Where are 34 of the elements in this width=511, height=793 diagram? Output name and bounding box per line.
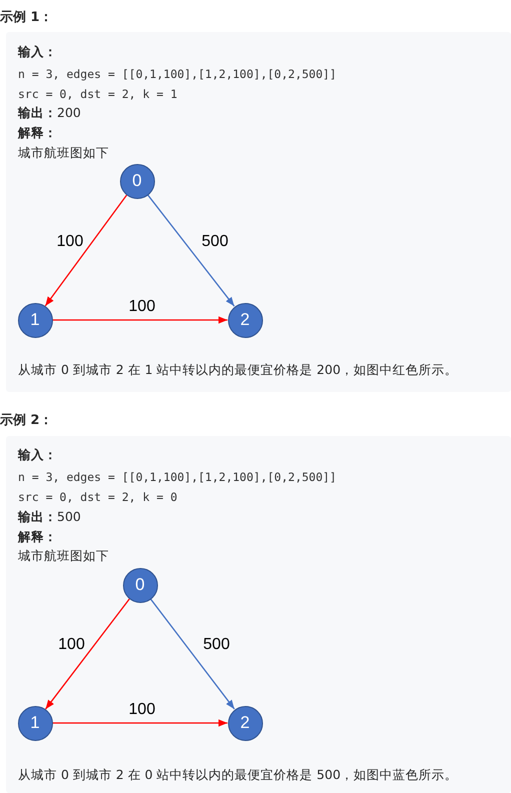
code-line: n = 3, edges = [[0,1,100],[1,2,100],[0,2,500]] [18, 66, 336, 83]
code-line: src = 0, dst = 2, k = 1 [18, 86, 178, 103]
example-heading: 示例 2： [0, 412, 53, 430]
example-heading: 示例 1： [0, 9, 53, 27]
explanation-text: 从城市 0 到城市 2 在 0 站中转以内的最便宜价格是 500，如图中蓝色所示。 [18, 766, 458, 784]
description-text: 城市航班图如下 [18, 144, 109, 162]
section-label: 解释： [18, 528, 57, 546]
edge-label: 100 [128, 701, 156, 719]
city-node: 0 [122, 568, 158, 602]
arrow [52, 719, 228, 727]
section-label: 解释： [18, 124, 57, 142]
code-line: n = 3, edges = [[0,1,100],[1,2,100],[0,2,500]] [18, 469, 336, 486]
output-line: 输出：200 [18, 104, 81, 122]
arrow [150, 598, 235, 710]
city-node: 0 [120, 164, 154, 198]
description-text: 城市航班图如下 [18, 547, 109, 565]
output-line: 输出：500 [18, 508, 81, 526]
arrow [52, 316, 228, 324]
code-line: src = 0, dst = 2, k = 0 [18, 489, 178, 506]
arrow [44, 194, 128, 306]
explanation-text: 从城市 0 到城市 2 在 1 站中转以内的最便宜价格是 200，如图中红色所示。 [18, 361, 458, 379]
edge-label: 100 [56, 232, 84, 250]
city-node: 1 [18, 706, 52, 740]
city-node: 2 [228, 706, 262, 740]
city-node: 1 [18, 302, 52, 338]
edge-label: 100 [128, 298, 156, 316]
edge-label: 500 [202, 232, 228, 250]
edge-label: 100 [58, 636, 85, 654]
section-label: 输入： [18, 446, 57, 464]
section-label: 输入： [18, 43, 57, 61]
arrow [45, 598, 130, 710]
city-node: 2 [228, 302, 262, 338]
edge-label: 500 [203, 636, 230, 654]
arrow [147, 194, 235, 307]
